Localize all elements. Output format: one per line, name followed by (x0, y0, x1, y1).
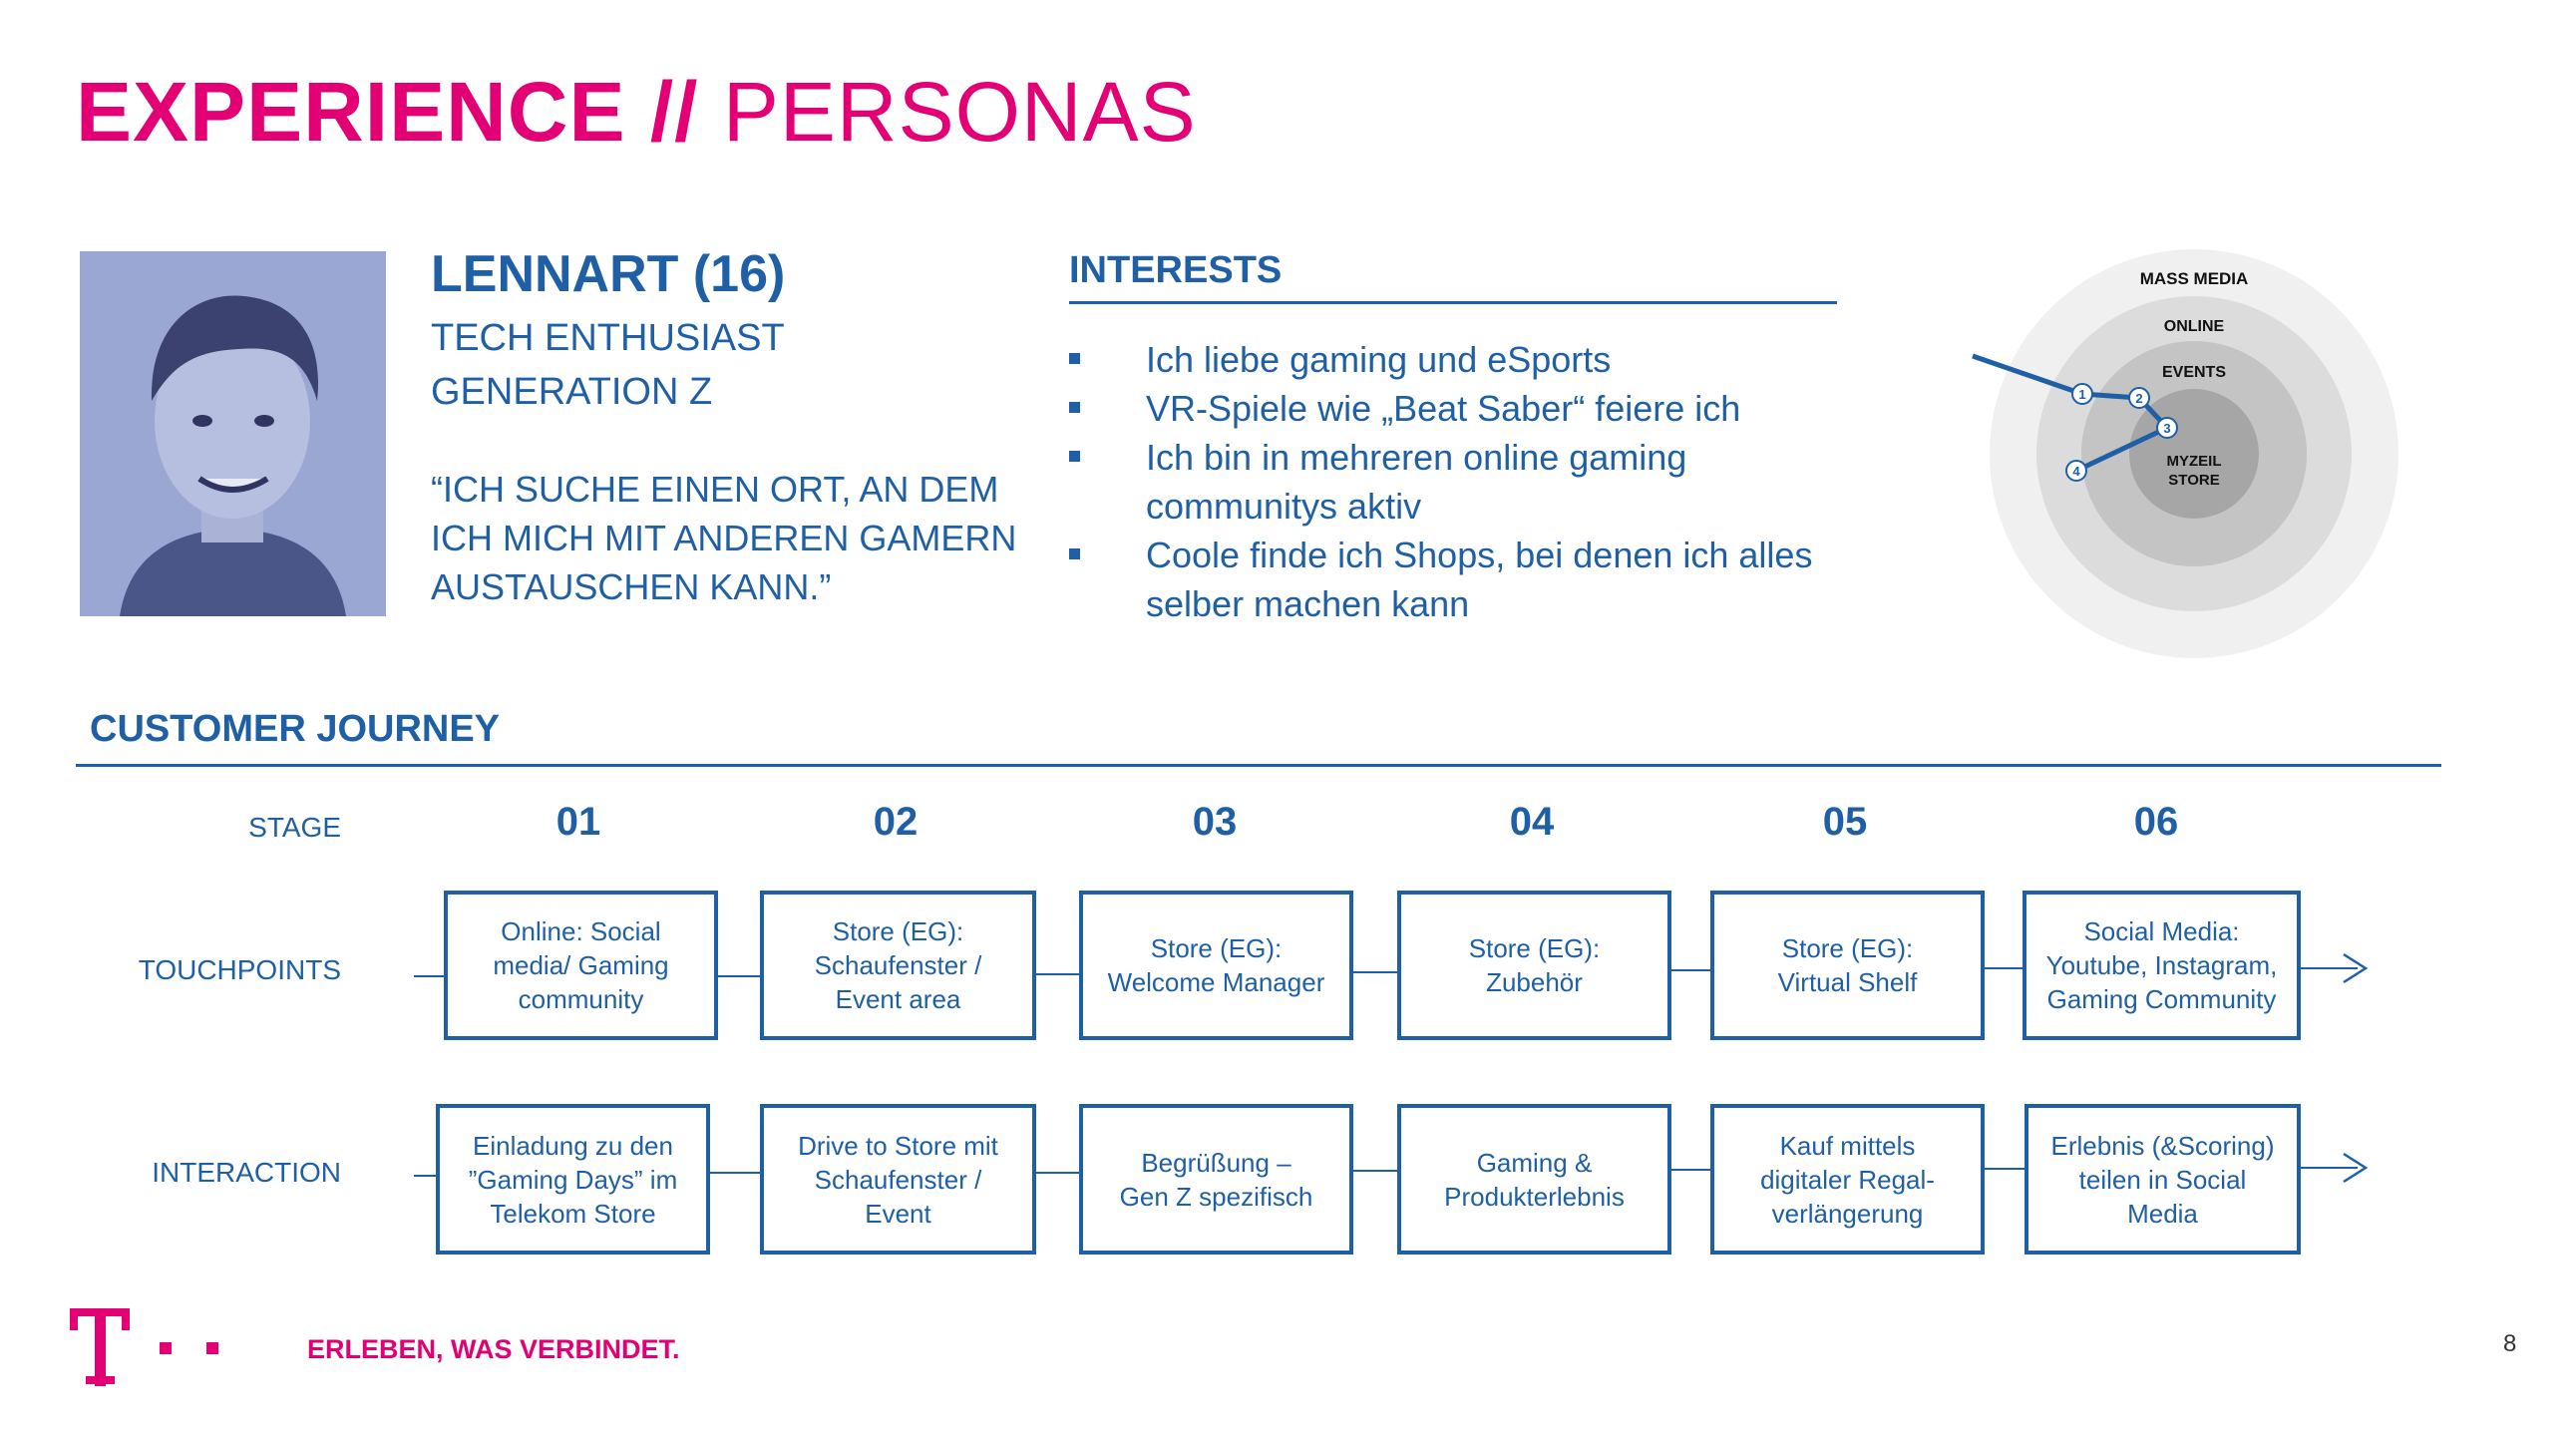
bullet-square-icon (1069, 451, 1080, 462)
stage-number: 03 (1192, 800, 1238, 844)
persona-portrait-icon (80, 251, 386, 616)
bullet-square-icon (1069, 548, 1080, 559)
connector-line (716, 975, 762, 977)
label-store-line1: MYZEIL (2167, 453, 2222, 470)
connector-line (414, 975, 446, 977)
touchpoint-box: Store (EG): Welcome Manager (1079, 891, 1353, 1040)
touchpoint-box: Social Media: Youtube, Instagram, Gaming… (2023, 891, 2301, 1040)
interests-list: Ich liebe gaming und eSports VR-Spiele w… (1069, 335, 1847, 628)
journey-point-marker (2071, 383, 2093, 405)
journey-point-label: 4 (2072, 464, 2080, 479)
bullet-square-icon (1069, 353, 1080, 364)
stage-number: 04 (1509, 800, 1555, 844)
connector-line (1351, 1170, 1399, 1172)
persona-role-line: TECH ENTHUSIAST (431, 317, 785, 359)
title-part-experience: EXPERIENCE // (76, 65, 699, 159)
interaction-box: Drive to Store mit Schaufenster / Event (760, 1104, 1036, 1255)
touchpoint-box: Store (EG): Schaufenster / Event area (760, 891, 1036, 1040)
telekom-logo-icon (70, 1308, 218, 1386)
quote-line: AUSTAUSCHEN KANN.” (431, 566, 832, 607)
connector-line (1669, 969, 1713, 971)
journey-point-label: 3 (2163, 421, 2170, 436)
interaction-box: Einladung zu den ”Gaming Days” im Teleko… (436, 1104, 710, 1255)
interaction-box: Begrüßung – Gen Z spezifisch (1079, 1104, 1353, 1255)
quote-line: ICH MICH MIT ANDEREN GAMERN (431, 518, 1017, 558)
arrow-line (2298, 1167, 2358, 1169)
arrow-right-icon (2343, 1152, 2369, 1184)
stage-number: 02 (873, 800, 919, 844)
connector-line (1351, 971, 1399, 973)
arrow-right-icon (2343, 952, 2369, 984)
interaction-box: Kauf mittels digitaler Regal- verlängeru… (1710, 1104, 1985, 1255)
row-label-touchpoints: TOUCHPOINTS (138, 954, 341, 985)
persona-generation-line: GENERATION Z (431, 371, 713, 413)
stage-number: 06 (2133, 800, 2179, 844)
journey-point-marker (2156, 417, 2178, 439)
footer-tagline: ERLEBEN, WAS VERBINDET. (307, 1334, 680, 1364)
interaction-box: Erlebnis (&Scoring) teilen in Social Med… (2024, 1104, 2301, 1255)
persona-photo (80, 251, 386, 616)
connector-line (1983, 1168, 2026, 1170)
persona-name: LENNART (16) (431, 245, 786, 303)
quote-line: “ICH SUCHE EINEN ORT, AN DEM (431, 469, 999, 510)
title-part-personas: PERSONAS (698, 65, 1197, 159)
touchpoint-box: Store (EG): Virtual Shelf (1710, 891, 1985, 1040)
connector-line (1983, 967, 2026, 969)
stage-number: 05 (1822, 800, 1868, 844)
interaction-box: Gaming & Produkterlebnis (1397, 1104, 1671, 1255)
connector-line (1034, 1172, 1082, 1174)
interest-item: Coole finde ich Shops, bei denen ich all… (1069, 531, 1847, 628)
persona-quote: “ICH SUCHE EINEN ORT, AN DEM ICH MICH MI… (431, 465, 1016, 611)
page-title: EXPERIENCE // PERSONAS (76, 62, 1197, 162)
label-store-line2: STORE (2168, 472, 2219, 489)
interests-divider (1069, 301, 1837, 304)
row-label-interaction: INTERACTION (152, 1157, 341, 1188)
row-label-stage: STAGE (248, 812, 341, 843)
customer-journey-heading: CUSTOMER JOURNEY (90, 708, 501, 750)
touchpoint-box: Store (EG): Zubehör (1397, 891, 1671, 1040)
interest-item: Ich liebe gaming und eSports (1069, 335, 1847, 384)
interest-item: VR-Spiele wie „Beat Saber“ feiere ich (1069, 384, 1847, 433)
label-mass-media: MASS MEDIA (2140, 269, 2249, 288)
journey-point-label: 2 (2135, 391, 2142, 406)
touchpoint-box: Online: Social media/ Gaming community (444, 891, 718, 1040)
customer-journey-divider (76, 764, 2441, 767)
stage-number: 01 (555, 800, 601, 844)
connector-line (708, 1172, 762, 1174)
interests-heading: INTERESTS (1069, 249, 1283, 291)
arrow-line (2298, 967, 2358, 969)
journey-point-label: 1 (2078, 387, 2085, 402)
connector-line (1034, 973, 1082, 975)
connector-line (414, 1175, 440, 1177)
page-number: 8 (2503, 1330, 2517, 1357)
connector-line (1669, 1169, 1713, 1171)
persona-role: TECH ENTHUSIAST GENERATION Z (431, 311, 785, 419)
bullet-square-icon (1069, 402, 1080, 413)
label-online: ONLINE (2164, 318, 2225, 335)
label-events: EVENTS (2162, 364, 2226, 381)
channel-rings-diagram: MASS MEDIA ONLINE EVENTS MYZEIL STORE 1 … (1972, 249, 2398, 658)
journey-point-marker (2065, 460, 2087, 482)
journey-point-marker (2128, 387, 2150, 409)
